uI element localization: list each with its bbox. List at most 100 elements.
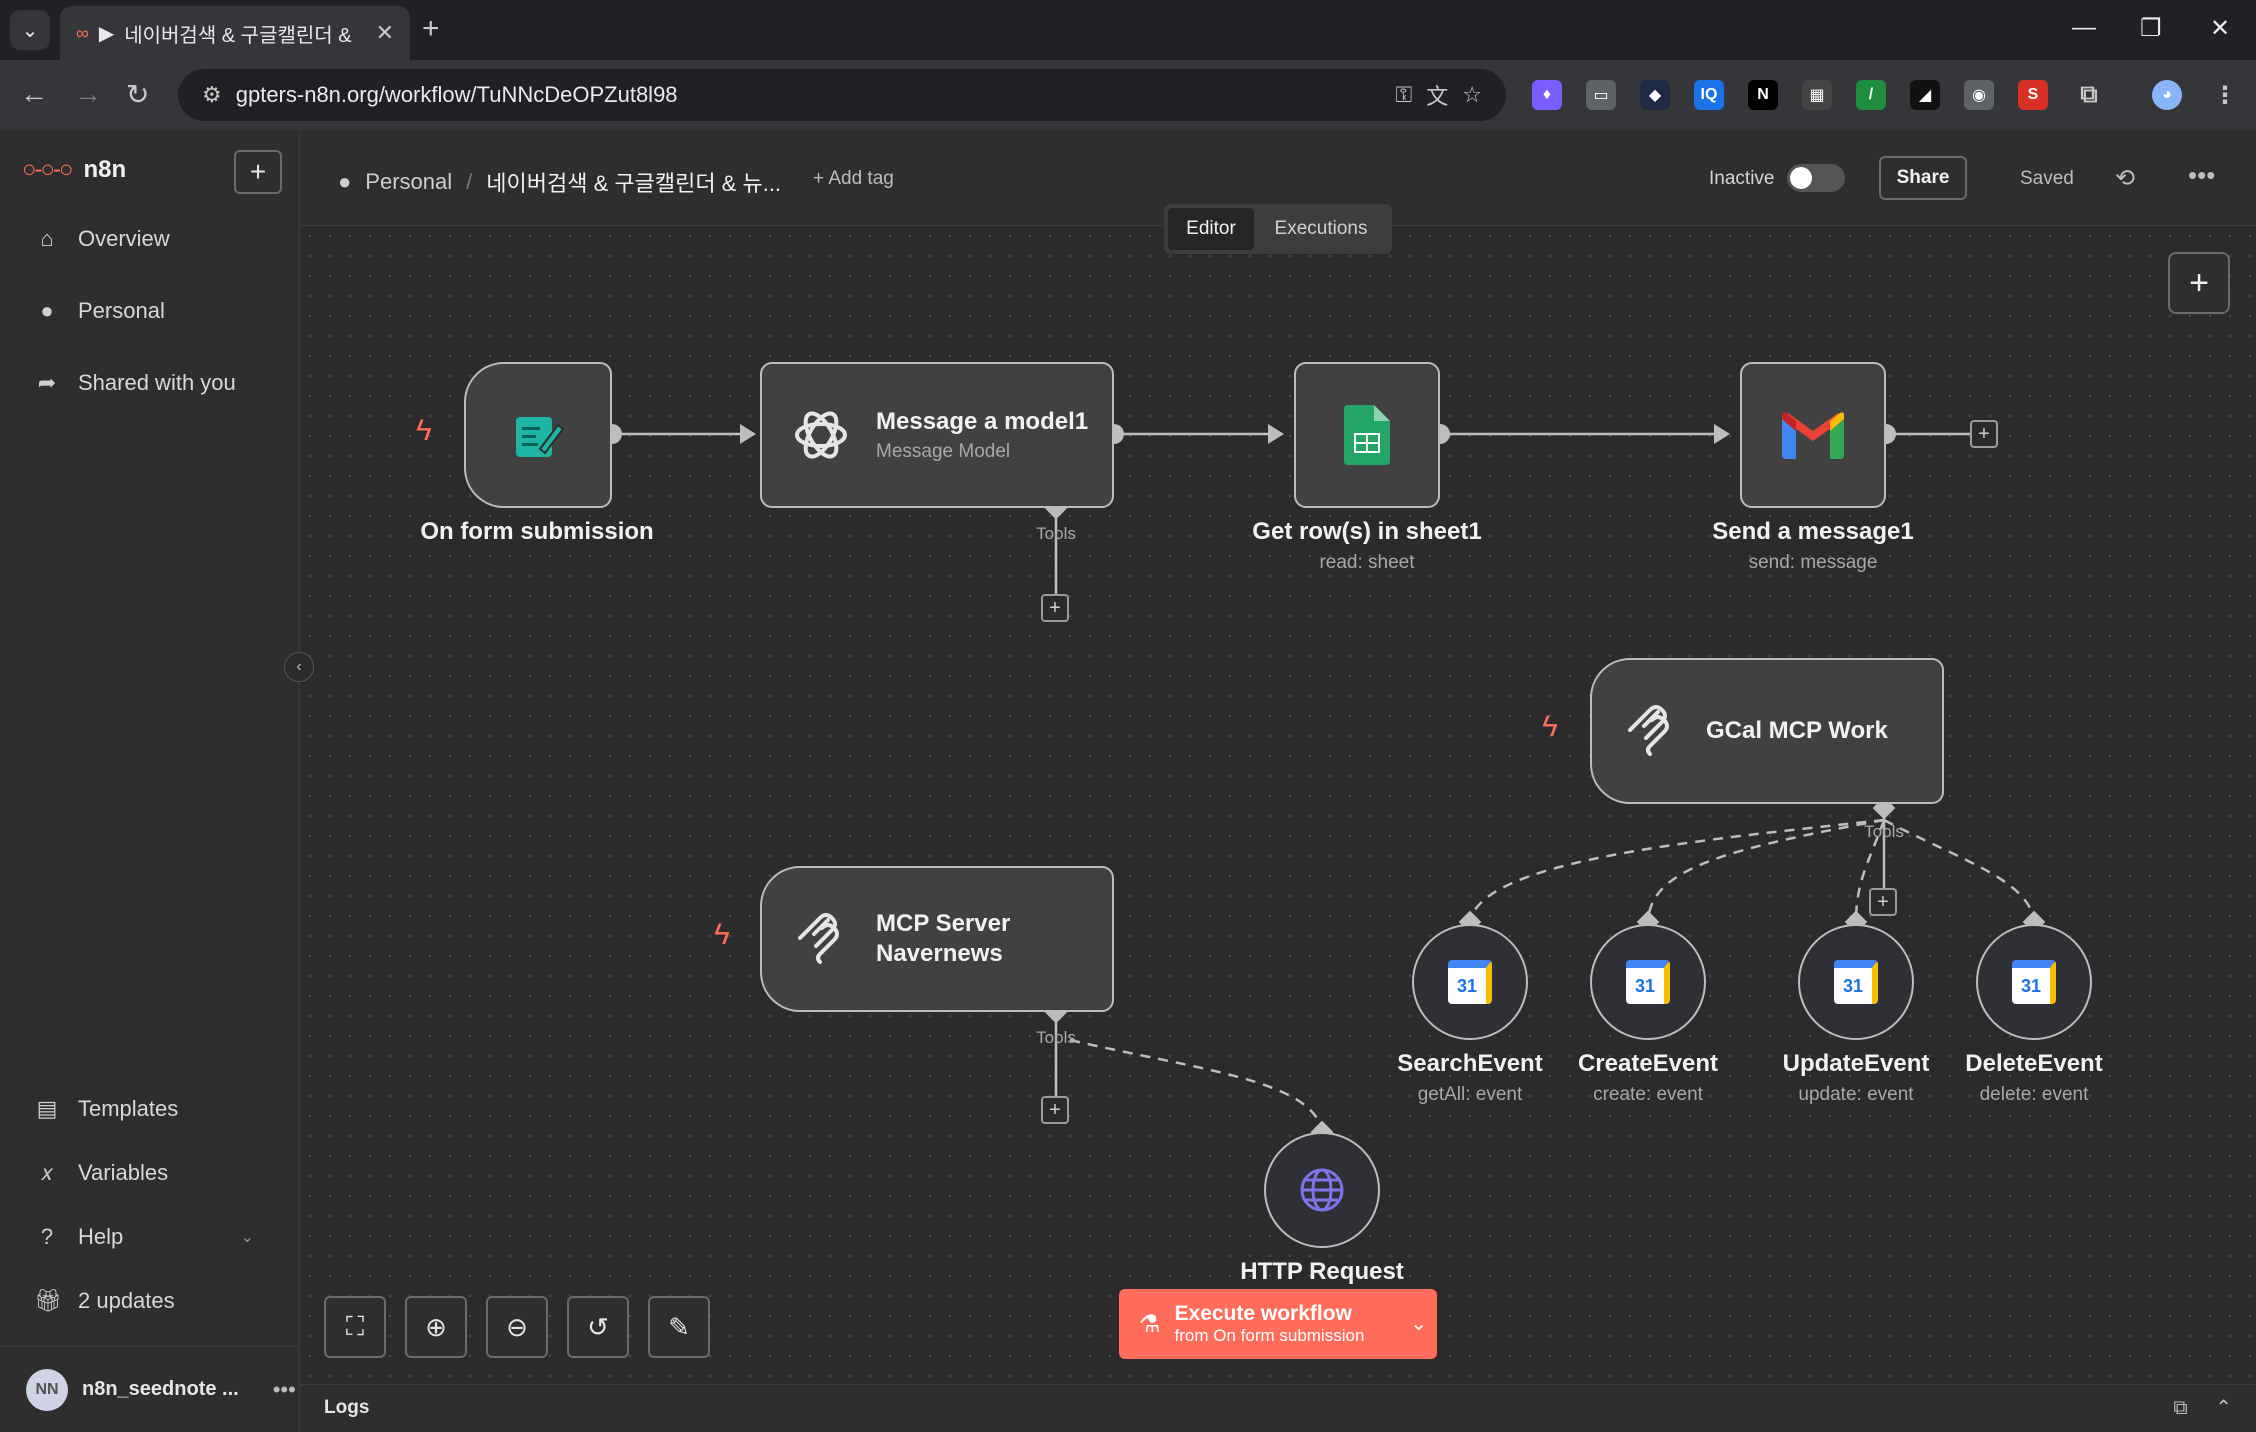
reload-icon[interactable]: ↻	[126, 79, 150, 110]
translate-icon[interactable]: 文	[1426, 84, 1449, 109]
node-google-sheets[interactable]	[1294, 362, 1440, 508]
collapse-sidebar-button[interactable]: ‹	[284, 652, 314, 682]
zoom-to-fit-button[interactable]: ⛶	[324, 1296, 386, 1358]
restore-icon[interactable]: ❐	[2140, 15, 2162, 42]
sidebar-item-personal[interactable]: ● Personal	[34, 298, 165, 324]
gift-icon: 🎁︎	[34, 1288, 62, 1313]
sidebar: ○‑○‑○ n8n + ⌂ Overview ● Personal ➦ Shar…	[0, 130, 300, 1432]
variables-icon: 𝑥	[40, 1160, 54, 1185]
node-form-trigger[interactable]	[464, 362, 612, 508]
node-update-event[interactable]: 31	[1798, 924, 1914, 1040]
add-tool-button[interactable]: +	[1869, 888, 1897, 916]
node-title: Message a model1	[876, 408, 1089, 435]
node-label: On form submission	[420, 518, 654, 545]
breadcrumb-project[interactable]: Personal	[365, 169, 453, 194]
browser-tab[interactable]: ∞ ▶ 네이버검색 & 구글캘린더 & ✕	[60, 6, 410, 60]
node-label: SearchEvent getAll: event	[1397, 1050, 1543, 1105]
saved-status: Saved	[2020, 168, 2074, 189]
node-label: Get row(s) in sheet1 read: sheet	[1252, 518, 1482, 573]
close-window-icon[interactable]: ✕	[2210, 15, 2231, 42]
extension-1-icon[interactable]: ♦	[1532, 80, 1562, 110]
tidy-up-button[interactable]: ✎	[648, 1296, 710, 1358]
history-icon[interactable]: ⟲	[2115, 165, 2136, 192]
node-http-request[interactable]	[1264, 1132, 1380, 1248]
url-text: gpters-n8n.org/workflow/TuNNcDeOPZut8l98	[235, 82, 678, 107]
more-options-icon[interactable]: •••	[2188, 160, 2216, 190]
extension-3-icon[interactable]: ◆	[1640, 80, 1670, 110]
extension-2-icon[interactable]: ▭	[1586, 80, 1616, 110]
sidebar-item-shared[interactable]: ➦ Shared with you	[34, 370, 236, 396]
extension-4-icon[interactable]: IQ	[1694, 80, 1724, 110]
chevron-down-icon[interactable]: ⌄	[1410, 1313, 1427, 1335]
sidebar-item-variables[interactable]: 𝑥 Variables	[34, 1160, 168, 1186]
browser-menu-icon[interactable]: ⋮	[2213, 81, 2237, 109]
add-tool-button[interactable]: +	[1041, 1096, 1069, 1124]
forward-icon[interactable]: →	[74, 78, 102, 109]
google-calendar-icon: 31	[2012, 960, 2056, 1004]
add-tool-button[interactable]: +	[1041, 594, 1069, 622]
tab-executions[interactable]: Executions	[1274, 218, 1368, 239]
brand[interactable]: ○‑○‑○ n8n	[22, 156, 126, 184]
node-mcp-navernews[interactable]: MCP Server Navernews	[760, 866, 1114, 1012]
logs-panel[interactable]: Logs ⧉ ⌃	[300, 1384, 2256, 1432]
profile-avatar-icon[interactable]: ◕	[2152, 80, 2182, 110]
sidebar-item-label: Templates	[78, 1096, 179, 1121]
sidebar-item-label: Variables	[78, 1160, 169, 1185]
sidebar-item-templates[interactable]: ▤ Templates	[34, 1096, 179, 1122]
sidebar-item-updates[interactable]: 🎁︎ 2 updates	[34, 1288, 175, 1314]
close-tab-icon[interactable]: ✕	[375, 20, 394, 45]
node-gcal-mcp-trigger[interactable]: GCal MCP Work	[1590, 658, 1944, 804]
notion-extension-icon[interactable]: N	[1748, 80, 1778, 110]
new-tab-button[interactable]: +	[422, 12, 440, 45]
node-gmail[interactable]	[1740, 362, 1886, 508]
flask-icon: ⚗	[1139, 1310, 1161, 1338]
node-create-event[interactable]: 31	[1590, 924, 1706, 1040]
add-tag-button[interactable]: + Add tag	[813, 168, 894, 189]
popout-icon[interactable]: ⧉	[2173, 1397, 2188, 1419]
node-label: CreateEvent create: event	[1577, 1050, 1719, 1105]
create-button[interactable]: +	[234, 150, 282, 194]
tab-editor[interactable]: Editor	[1168, 208, 1254, 250]
node-message-model[interactable]: Message a model1 Message Model	[760, 362, 1114, 508]
user-more-icon[interactable]: •••	[272, 1376, 296, 1402]
sidebar-item-overview[interactable]: ⌂ Overview	[34, 226, 169, 252]
zoom-out-button[interactable]: ⊖	[486, 1296, 548, 1358]
sidebar-item-help[interactable]: ? Help ⌄	[34, 1224, 254, 1250]
mcp-icon	[1628, 705, 1669, 756]
google-calendar-icon: 31	[1834, 960, 1878, 1004]
share-button[interactable]: Share	[1879, 156, 1967, 200]
add-node-button[interactable]: +	[1970, 420, 1998, 448]
trigger-bolt-icon: ϟ	[1542, 710, 1558, 743]
bookmark-star-icon[interactable]: ☆	[1462, 82, 1482, 107]
node-title-line1: MCP Server	[876, 910, 1011, 937]
camera-extension-icon[interactable]: ◉	[1964, 80, 1994, 110]
n8n-logo-icon: ○‑○‑○	[22, 156, 74, 183]
tools-connector-label: Tools	[1036, 524, 1076, 543]
user-menu[interactable]: NN n8n_seednote ... •••	[0, 1346, 300, 1432]
reset-zoom-button[interactable]: ↺	[567, 1296, 629, 1358]
zoom-in-button[interactable]: ⊕	[405, 1296, 467, 1358]
site-info-icon[interactable]: ⚙	[202, 82, 222, 107]
node-delete-event[interactable]: 31	[1976, 924, 2092, 1040]
extensions-puzzle-icon[interactable]: ⧉	[2080, 81, 2098, 108]
extension-7-icon[interactable]: /	[1856, 80, 1886, 110]
minimize-icon[interactable]: —	[2072, 14, 2096, 41]
user-icon: ●	[40, 298, 54, 323]
node-search-event[interactable]: 31	[1412, 924, 1528, 1040]
password-key-icon[interactable]: ⚿	[1395, 82, 1413, 107]
breadcrumb-separator: /	[466, 169, 473, 194]
extension-10-icon[interactable]: S	[2018, 80, 2048, 110]
active-toggle[interactable]	[1787, 164, 1845, 192]
back-icon[interactable]: ←	[20, 78, 48, 109]
address-bar[interactable]: ⚙ gpters-n8n.org/workflow/TuNNcDeOPZut8l…	[178, 69, 1506, 121]
workflow-name[interactable]: 네이버검색 & 구글캘린더 & 뉴...	[486, 171, 782, 196]
extension-6-icon[interactable]: ▦	[1802, 80, 1832, 110]
gmail-icon	[1782, 412, 1844, 459]
tab-search-button[interactable]: ⌄	[10, 10, 50, 50]
execute-workflow-button[interactable]: ⚗ Execute workflow from On form submissi…	[1119, 1289, 1437, 1359]
google-calendar-icon: 31	[1448, 960, 1492, 1004]
extension-8-icon[interactable]: ◢	[1910, 80, 1940, 110]
open-nodes-panel-button[interactable]: +	[2168, 252, 2230, 314]
chevron-up-icon[interactable]: ⌃	[2215, 1397, 2232, 1419]
tools-connector-label: Tools	[1036, 1028, 1076, 1047]
